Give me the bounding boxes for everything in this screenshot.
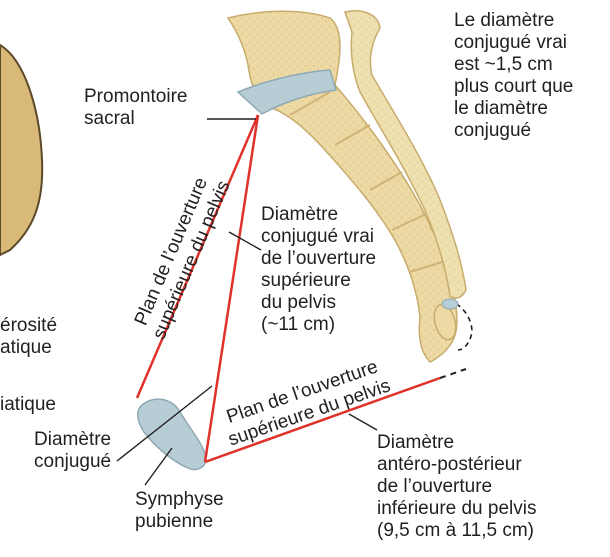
label-outlet-ap-diameter: Diamètre antéro-postérieur de l’ouvertur…: [377, 432, 536, 542]
label-promontory: Promontoire sacral: [84, 86, 188, 130]
leader-outlet: [349, 414, 377, 430]
leader-true-conjugate: [229, 232, 261, 250]
leader-symphysis: [145, 448, 172, 485]
label-ischial-tuberosity-partial: érosité atique: [0, 315, 57, 359]
pubic-symphysis: [138, 399, 206, 469]
label-conjugate-diameter: Diamètre conjugué: [34, 429, 111, 473]
label-ischial-spine-partial: iatique: [0, 394, 56, 416]
note-true-conjugate-shorter: Le diamètre conjugué vrai est ~1,5 cm pl…: [454, 10, 573, 142]
ilium-bone-partial: [0, 45, 42, 255]
outlet-plane-dashed: [440, 369, 466, 378]
label-true-conjugate: Diamètre conjugué vrai de l’ouverture su…: [261, 204, 376, 336]
label-pubic-symphysis: Symphyse pubienne: [135, 489, 224, 533]
